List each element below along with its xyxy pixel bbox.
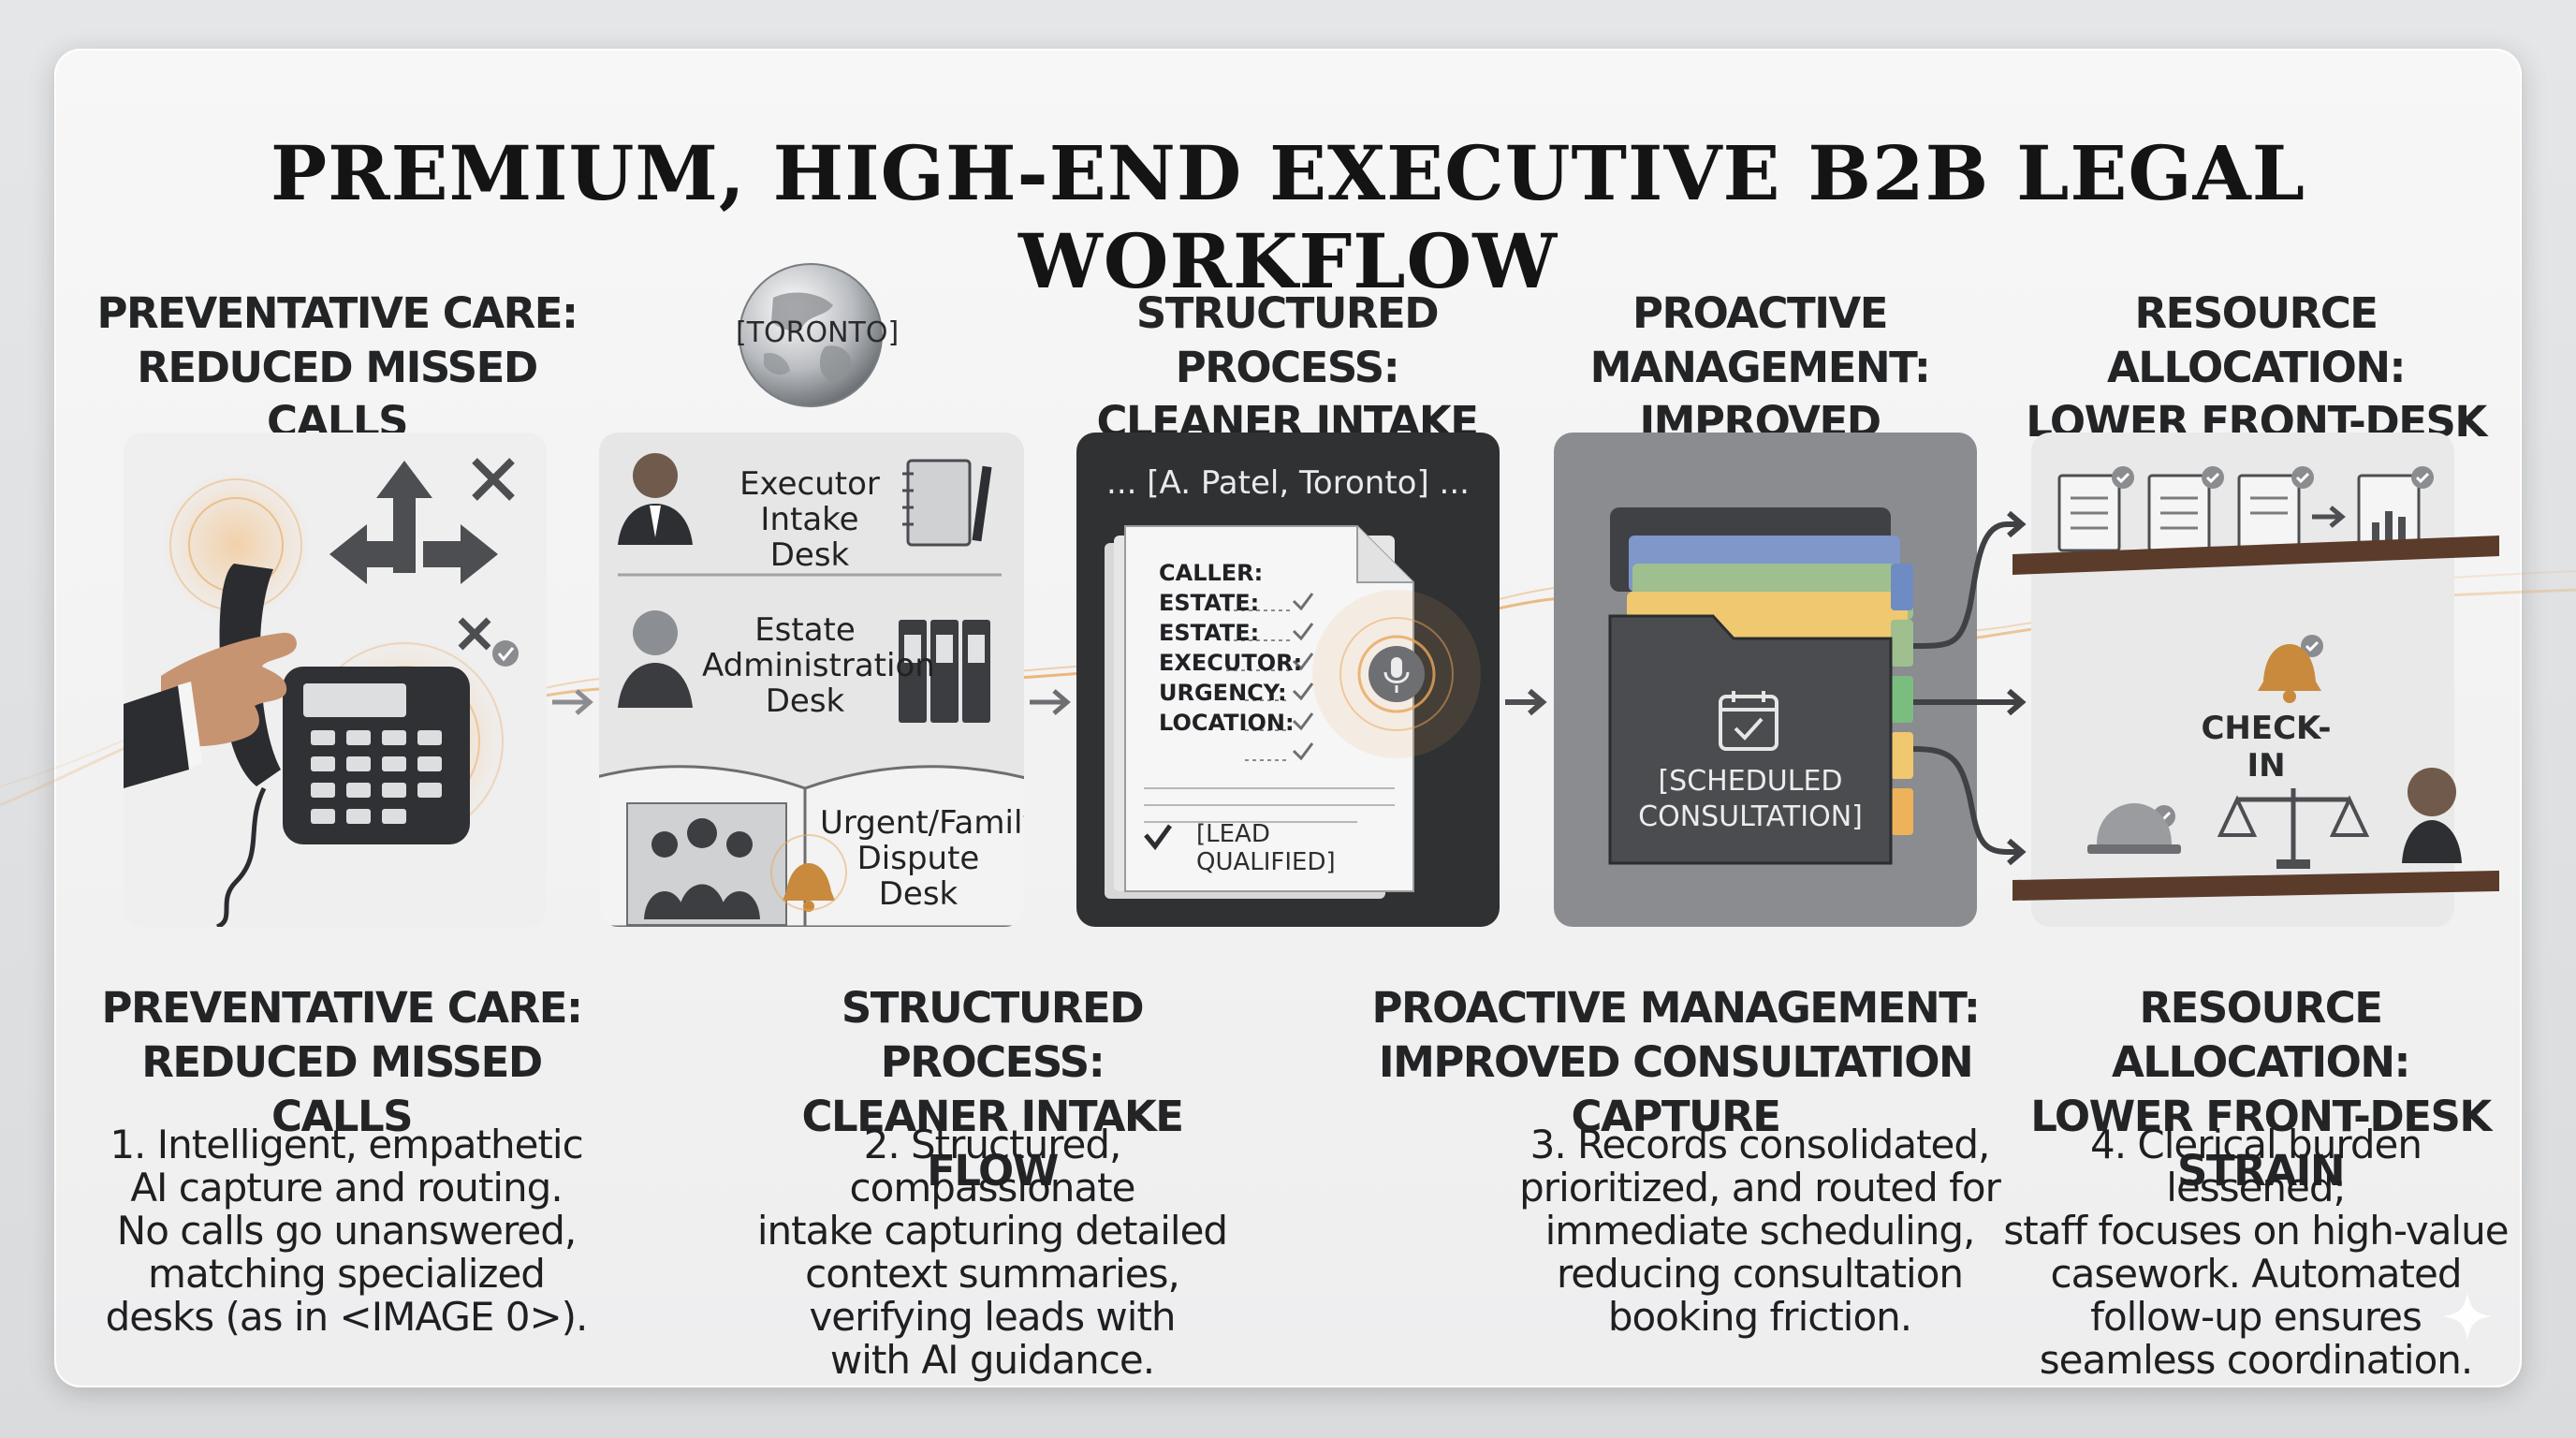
- description-line: matching specialized: [148, 1251, 546, 1297]
- heading-line: CLEANER INTAKE FLOW: [801, 1092, 1184, 1196]
- top-heading-preventative-care: PREVENTATIVE CARE: REDUCED MISSED CALLS: [94, 286, 580, 449]
- heading-line: IMPROVED CONSULTATION CAPTURE: [1378, 1037, 1974, 1141]
- description-step-2: 2. Structured, compassionate intake capt…: [730, 1123, 1254, 1382]
- desk-label-line: Intake Desk: [760, 501, 859, 574]
- top-heading-structured-process: STRUCTURED PROCESS: CLEANER INTAKE FLOW: [1067, 286, 1507, 504]
- description-line: casework. Automated: [2050, 1251, 2462, 1297]
- description-line: 4. Clerical burden lessened;: [2090, 1122, 2422, 1211]
- heading-line: RESOURCE ALLOCATION:: [2106, 288, 2407, 392]
- desk-label-line: Desk: [765, 682, 845, 720]
- description-line: with AI guidance.: [829, 1337, 1155, 1383]
- description-line: immediate scheduling,: [1544, 1208, 1976, 1254]
- description-line: 2. Structured, compassionate: [849, 1122, 1136, 1211]
- intake-field: EXECUTOR:: [1159, 650, 1303, 676]
- intake-field: ESTATE:: [1159, 590, 1260, 616]
- bottom-heading-structured-process: STRUCTURED PROCESS: CLEANER INTAKE FLOW: [739, 981, 1245, 1198]
- folder-art: [1608, 507, 1913, 865]
- desks-scene: [599, 453, 1024, 927]
- intake-field: CALLER:: [1159, 560, 1264, 586]
- folder-label-line: [SCHEDULED: [1658, 765, 1843, 798]
- heading-line: RESOURCE ALLOCATION:: [2111, 983, 2411, 1087]
- executor-desk-label: Executor Intake Desk: [721, 466, 899, 573]
- desk-label-line: Estate: [754, 611, 856, 649]
- panel-intake-document: ... [A. Patel, Toronto] ... CALLER: ESTA…: [1076, 433, 1500, 927]
- globe-icon: [739, 263, 883, 407]
- desk-label-line: Dispute Desk: [856, 840, 980, 913]
- intake-field: LOCATION:: [1159, 710, 1295, 736]
- lead-status: [LEAD QUALIFIED]: [1196, 820, 1336, 876]
- description-line: reducing consultation: [1556, 1251, 1964, 1297]
- description-line: context summaries,: [805, 1251, 1180, 1297]
- intake-doc-art: [1105, 525, 1481, 899]
- desk-label-line: Executor: [739, 465, 880, 503]
- phone-scene: [124, 458, 519, 927]
- description-line: No calls go unanswered,: [116, 1208, 577, 1254]
- bottom-heading-resource-allocation: RESOURCE ALLOCATION: LOWER FRONT-DESK ST…: [2008, 981, 2513, 1198]
- routing-arrows: [1912, 510, 2027, 866]
- panel-specialized-desks: Executor Intake Desk Estate Administrati…: [599, 433, 1024, 927]
- bottom-heading-proactive-management: PROACTIVE MANAGEMENT: IMPROVED CONSULTAT…: [1348, 981, 2003, 1144]
- description-line: seamless coordination.: [2039, 1337, 2473, 1383]
- folder-label-line: CONSULTATION]: [1638, 800, 1863, 833]
- description-line: booking friction.: [1607, 1294, 1912, 1340]
- description-line: intake capturing detailed: [756, 1208, 1228, 1254]
- heading-line: PROACTIVE MANAGEMENT:: [1589, 288, 1931, 392]
- page-title: PREMIUM, HIGH-END EXECUTIVE B2B LEGAL WO…: [271, 129, 2305, 305]
- description-step-4: 4. Clerical burden lessened; staff focus…: [2003, 1123, 2509, 1382]
- description-line: staff focuses on high-value: [2003, 1208, 2509, 1254]
- panel-front-desk: CHECK-IN: [2012, 433, 2499, 927]
- flow-arrow: [1030, 689, 1071, 715]
- panel-scheduled-folder: [SCHEDULED CONSULTATION]: [1554, 433, 1977, 927]
- desk-label-line: Urgent/Family: [820, 804, 1024, 842]
- heading-line: REDUCED MISSED CALLS: [141, 1037, 543, 1141]
- sparkle-icon: [2443, 1292, 2492, 1341]
- description-line: 3. Records consolidated,: [1530, 1122, 1991, 1167]
- description-line: AI capture and routing.: [130, 1165, 563, 1211]
- description-line: 1. Intelligent, empathetic: [110, 1122, 583, 1167]
- front-desk-art: [2012, 466, 2499, 901]
- bottom-heading-preventative-care: PREVENTATIVE CARE: REDUCED MISSED CALLS: [94, 981, 590, 1144]
- heading-line: PREVENTATIVE CARE:: [96, 288, 578, 338]
- description-step-1: 1. Intelligent, empathetic AI capture an…: [103, 1123, 590, 1339]
- flow-arrow: [1505, 688, 1547, 716]
- folder-label: [SCHEDULED CONSULTATION]: [1610, 764, 1891, 835]
- intake-header: ... [A. Patel, Toronto] ...: [1106, 464, 1470, 502]
- heading-line: LOWER FRONT-DESK STRAIN: [2030, 1092, 2492, 1196]
- intake-field: ESTATE:: [1159, 620, 1260, 646]
- person-icon: [618, 453, 693, 545]
- checkin-label: CHECK-IN: [2201, 710, 2332, 785]
- intake-fields: CALLER: ESTATE: ESTATE: EXECUTOR: URGENC…: [1159, 558, 1309, 738]
- desk-label-line: Administration: [702, 647, 935, 684]
- heading-line: PREVENTATIVE CARE:: [101, 983, 583, 1033]
- estate-desk-label: Estate Administration Desk: [702, 611, 935, 720]
- heading-line: REDUCED MISSED CALLS: [137, 343, 538, 447]
- flow-arrow: [552, 689, 593, 715]
- heading-line: PROACTIVE MANAGEMENT:: [1371, 983, 1981, 1033]
- globe-label: [TORONTO]: [736, 316, 900, 349]
- intake-field: URGENCY:: [1159, 680, 1287, 706]
- heading-line: STRUCTURED PROCESS:: [841, 983, 1145, 1087]
- panel-call-capture: [124, 433, 547, 927]
- urgent-desk-label: Urgent/Family Dispute Desk: [820, 804, 1024, 913]
- description-line: prioritized, and routed for: [1519, 1165, 2001, 1211]
- description-step-3: 3. Records consolidated, prioritized, an…: [1498, 1123, 2022, 1339]
- heading-line: STRUCTURED PROCESS:: [1135, 288, 1440, 392]
- description-line: desks (as in <IMAGE 0>).: [105, 1294, 589, 1340]
- description-line: follow-up ensures: [2090, 1294, 2422, 1340]
- description-line: verifying leads with: [809, 1294, 1176, 1340]
